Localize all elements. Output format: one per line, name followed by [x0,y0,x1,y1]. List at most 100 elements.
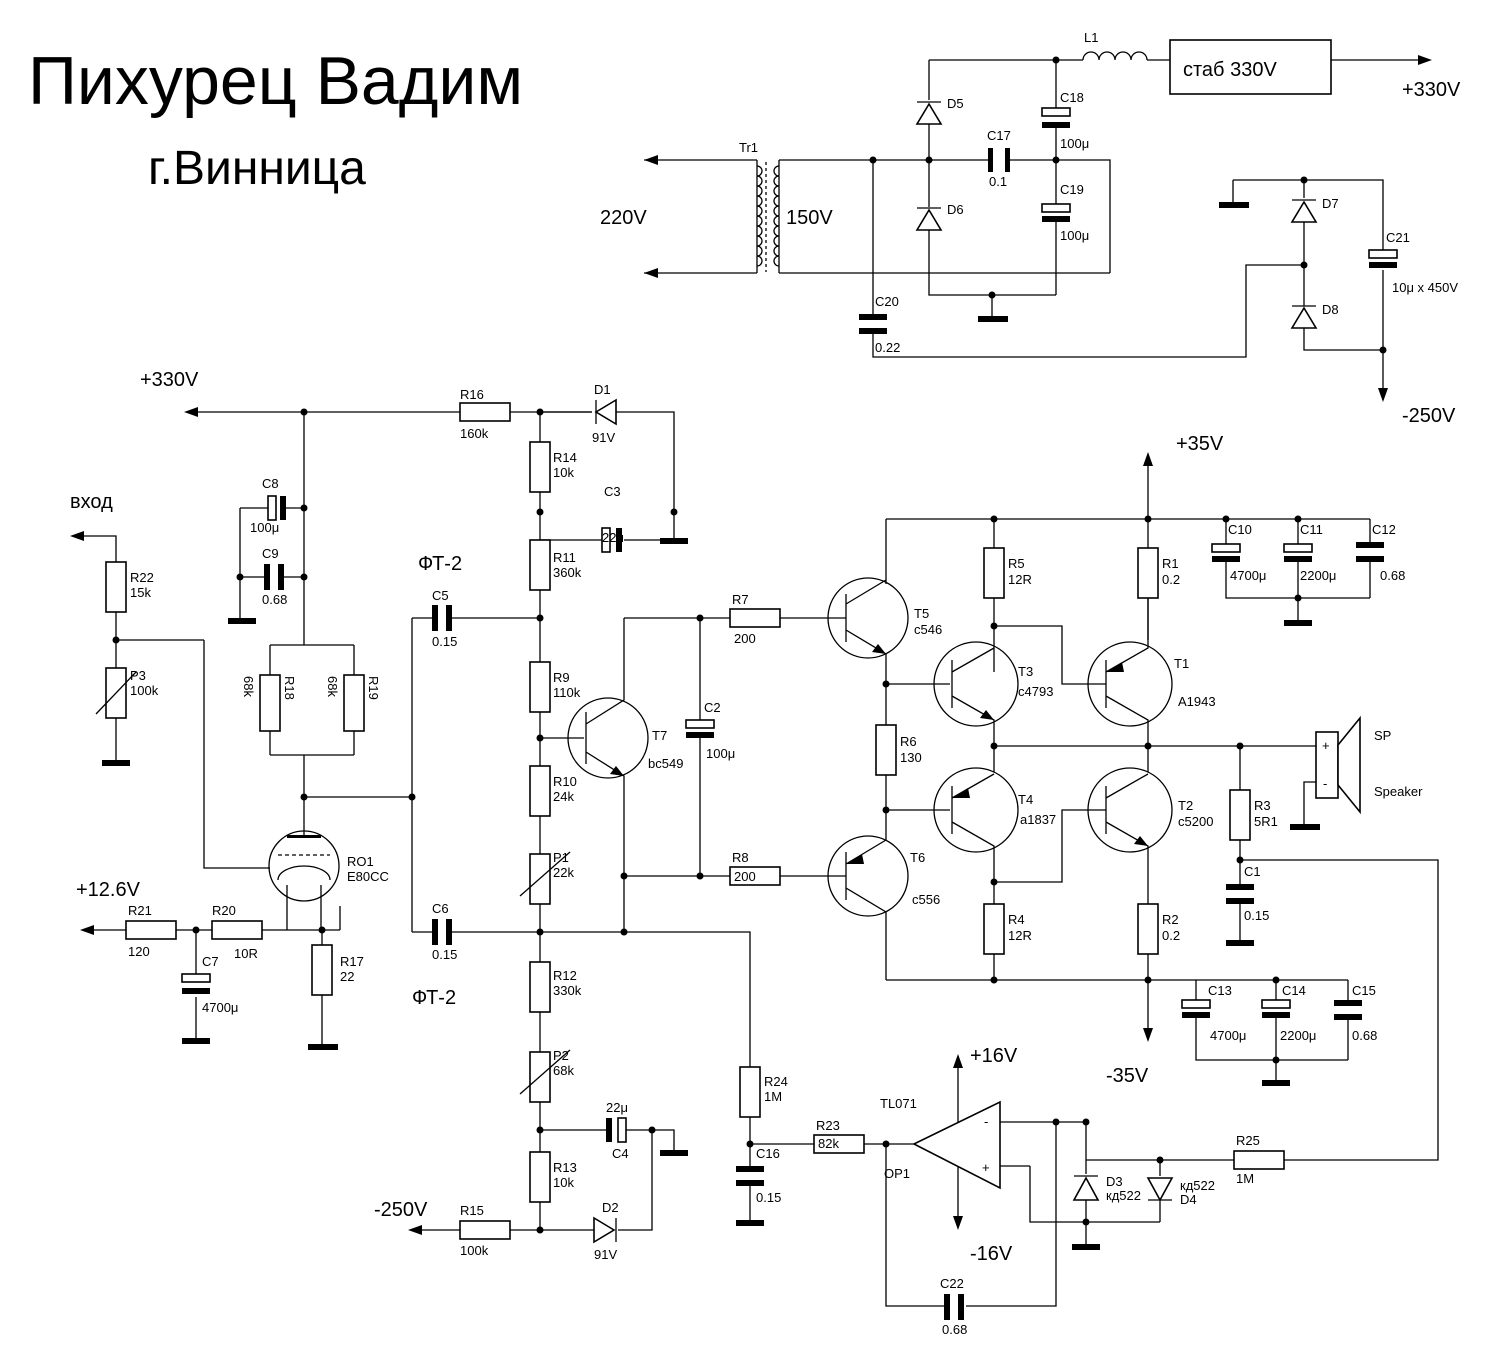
plus35-label: +35V [1176,433,1224,455]
junction-dots [112,56,1387,1234]
transistor-t6 [827,835,909,917]
c14-value: 2200μ [1280,1028,1316,1043]
r4-label: R4 [1008,912,1025,927]
r8-label: R8 [732,850,749,865]
r6-value: 130 [900,750,922,765]
r14-label: R14 [553,450,577,465]
r13-value: 10k [553,1175,574,1190]
p3-label: P3 [130,668,146,683]
d8-label: D8 [1322,302,1339,317]
r14-value: 10k [553,465,574,480]
c22-value: 0.68 [942,1322,967,1337]
c22-label: C22 [940,1276,964,1291]
tube-preamp: +330V C8 100μ C9 0.68 R18 68k R19 68k RO… [70,369,592,1050]
t4-label: T4 [1018,792,1033,807]
tr1-label: Tr1 [739,140,758,155]
transistor-t3 [933,641,1019,727]
r4-value: 12R [1008,928,1032,943]
d4-value: кд522 [1180,1178,1215,1193]
r8-value: 200 [734,869,756,884]
r18-value: 68k [241,676,256,697]
c2-label: C2 [704,700,721,715]
dc-servo: R24 1M C16 0.15 R23 82k - + TL071 OP1 +1… [736,1045,1285,1337]
minus250-label: -250V [374,1199,428,1221]
l1-label: L1 [1084,30,1098,45]
bias-network: R16 160k D1 91V R14 10k C3 22μ R11 360k … [374,382,846,1262]
c19-label: C19 [1060,182,1084,197]
r2-value: 0.2 [1162,928,1180,943]
r18-label: R18 [282,676,297,700]
c12-label: C12 [1372,522,1396,537]
r25-label: R25 [1236,1133,1260,1148]
c17-value: 0.1 [989,174,1007,189]
d2-value: 91V [594,1247,617,1262]
p2-label: P2 [553,1048,569,1063]
d6-label: D6 [947,202,964,217]
d1-value: 91V [592,430,615,445]
p3-value: 100k [130,683,159,698]
r25-value: 1M [1236,1171,1254,1186]
r20-label: R20 [212,903,236,918]
transistor-t1 [1087,641,1173,727]
transformer-tr1: Tr1 220V 150V [600,140,1110,278]
op1-label: OP1 [884,1166,910,1181]
c18-value: 100μ [1060,136,1089,151]
speaker-label: Speaker [1374,784,1423,799]
c13-label: C13 [1208,983,1232,998]
d3-value: кд522 [1106,1188,1141,1203]
speaker-plus: + [1322,738,1330,753]
c18-label: C18 [1060,90,1084,105]
p1-label: P1 [553,850,569,865]
c12-value: 0.68 [1380,568,1405,583]
minus35-label: -35V [1106,1065,1149,1087]
r9-value: 110k [553,685,581,700]
r19-label: R19 [366,676,381,700]
r3-value: 5R1 [1254,814,1278,829]
opamp-inv: - [984,1114,988,1129]
r10-value: 24k [553,789,574,804]
r17-value: 22 [340,969,354,984]
d5-label: D5 [947,96,964,111]
sp-label: SP [1374,728,1391,743]
c17-label: C17 [987,128,1011,143]
t6-label: T6 [910,850,925,865]
r1-label: R1 [1162,556,1179,571]
c9-value: 0.68 [262,592,287,607]
c10-label: C10 [1228,522,1252,537]
c6-value: 0.15 [432,947,457,962]
c19-value: 100μ [1060,228,1089,243]
r22-label: R22 [130,570,154,585]
c3-label: C3 [604,484,621,499]
out-minus250: -250V [1402,405,1456,427]
input-label: вход [70,491,113,513]
t1-value: A1943 [1178,694,1216,709]
r12-label: R12 [553,968,577,983]
r15-value: 100k [460,1243,489,1258]
author-city: г.Винница [148,142,366,195]
r23-value: 82k [818,1136,839,1151]
r3-label: R3 [1254,798,1271,813]
tl071-label: TL071 [880,1096,917,1111]
speaker-sp: + - SP Speaker [1290,715,1423,830]
power-supply: Tr1 220V 150V D5 D6 C17 0.1 C18 100μ C19… [600,30,1461,427]
c8-label: C8 [262,476,279,491]
r16-label: R16 [460,387,484,402]
c20-value: 0.22 [875,340,900,355]
t3-label: T3 [1018,664,1033,679]
output-stage: +35V R5 12R R1 0.2 C10 4700μ C11 2200μ C… [827,433,1439,1161]
c14-label: C14 [1282,983,1306,998]
d2-label: D2 [602,1200,619,1215]
r17-label: R17 [340,954,364,969]
r20-value: 10R [234,946,258,961]
tube-ro1 [268,830,340,902]
primary-voltage: 220V [600,207,647,229]
p2-value: 68k [553,1063,574,1078]
t5-value: c546 [914,622,942,637]
c9-label: C9 [262,546,279,561]
c5-label: C5 [432,588,449,603]
r24-label: R24 [764,1074,788,1089]
t7-label: T7 [652,728,667,743]
d7-label: D7 [1322,196,1339,211]
c7-label: C7 [202,954,219,969]
